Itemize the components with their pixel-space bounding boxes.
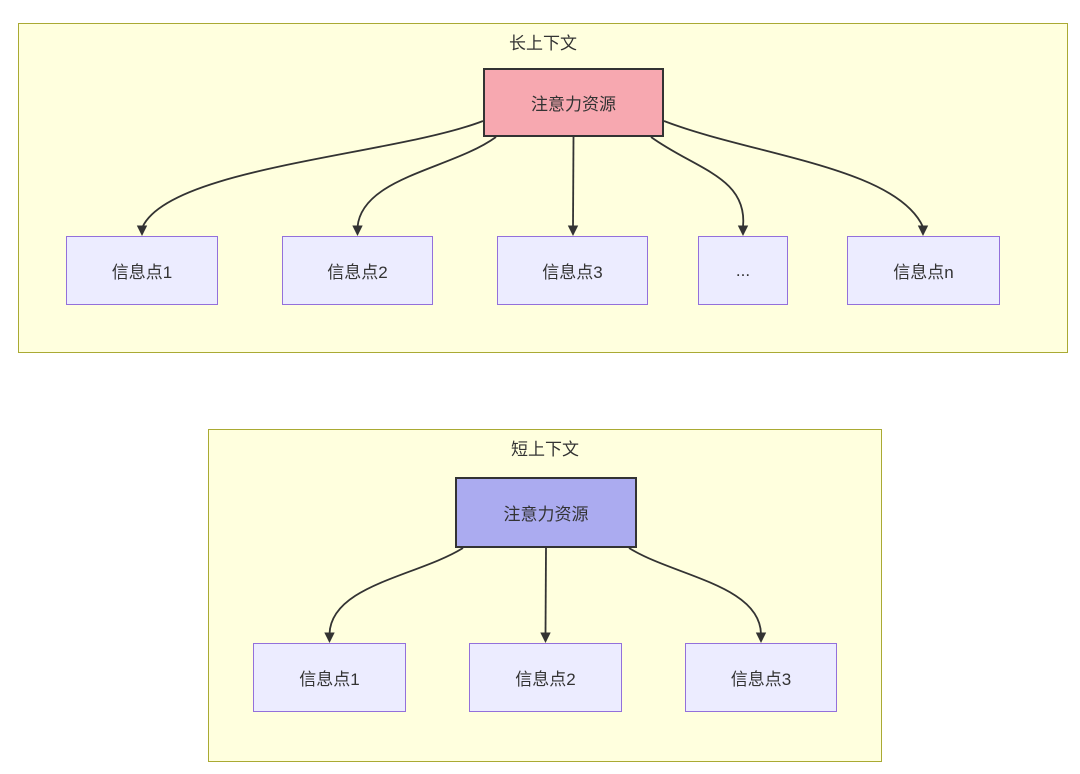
info-node-short-2: 信息点2: [469, 643, 622, 712]
info-node-long-3: 信息点3: [497, 236, 648, 305]
short-context-title: 短上下文: [511, 440, 579, 459]
attention-resource-box-short: 注意力资源: [455, 477, 637, 548]
long-context-title: 长上下文: [509, 34, 577, 53]
arrow-long-4: [650, 136, 745, 228]
info-node-long-n: 信息点n: [847, 236, 1000, 305]
arrowhead-short-2: [540, 632, 551, 643]
arrow-long-2: [356, 136, 497, 228]
info-node-short-1: 信息点1: [253, 643, 406, 712]
info-node-short-3: 信息点3: [685, 643, 837, 712]
long-context-arrows: [136, 120, 929, 236]
arrow-long-3: [572, 136, 575, 228]
arrowhead-long-3: [567, 225, 579, 236]
arrow-short-2: [544, 547, 547, 635]
info-node-long-1: 信息点1: [66, 236, 218, 305]
arrowhead-short-3: [755, 632, 767, 643]
arrow-long-5: [663, 120, 924, 228]
short-context-arrows: [324, 547, 767, 643]
arrowhead-long-4: [737, 225, 749, 236]
arrow-short-3: [628, 547, 762, 635]
info-node-long-ellipsis: ...: [698, 236, 788, 305]
arrow-short-1: [328, 547, 464, 635]
attention-resource-box-long: 注意力资源: [483, 68, 664, 137]
arrowhead-long-5: [917, 225, 929, 236]
arrow-long-1: [141, 120, 484, 228]
arrowhead-long-2: [352, 225, 363, 236]
arrowhead-long-1: [136, 225, 148, 236]
arrowhead-short-1: [324, 632, 335, 643]
info-node-long-2: 信息点2: [282, 236, 433, 305]
